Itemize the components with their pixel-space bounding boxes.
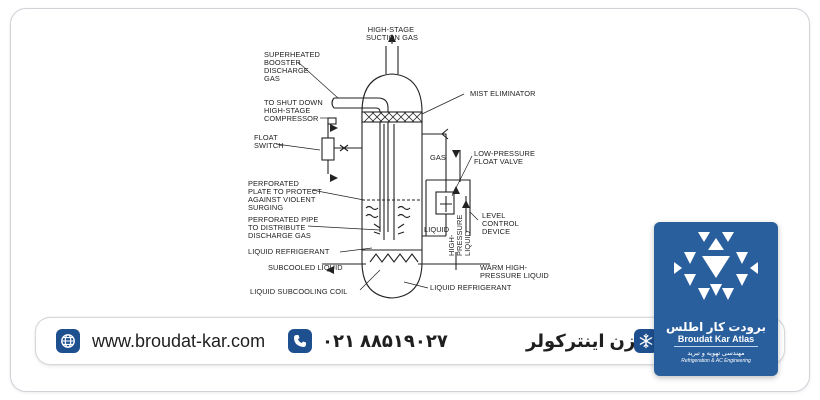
brand-logo-mark [674, 232, 758, 300]
label-warm-high-pressure-liquid: WARM HIGH- PRESSURE LIQUID [480, 263, 549, 280]
brand-name-en: Broudat Kar Atlas [677, 334, 755, 344]
label-liquid: LIQUID [424, 225, 449, 234]
label-liquid-refrigerant: LIQUID REFRIGERANT [248, 247, 330, 256]
label-shut-down: TO SHUT DOWN HIGH-STAGE COMPRESSOR [264, 98, 325, 123]
label-liquid-subcooling-coil: LIQUID SUBCOOLING COIL [250, 287, 347, 296]
label-gas: GAS [430, 153, 446, 162]
brand-subtitle-fa: مهندسی تهویه و تبرید [687, 350, 745, 357]
label-high-stage-suction-gas: HIGH-STAGE SUCTION GAS [366, 25, 418, 42]
label-liquid-refrigerant-bottom: LIQUID REFRIGERANT [430, 283, 512, 292]
brand-divider [674, 346, 758, 347]
label-perforated-plate: PERFORATED PLATE TO PROTECT AGAINST VIOL… [248, 179, 324, 212]
brand-subtitle-en: Refrigeration & AC Engineering [681, 358, 751, 364]
phone-icon [288, 329, 312, 353]
label-superheated-booster: SUPERHEATED BOOSTER DISCHARGE GAS [264, 50, 322, 83]
website-link[interactable]: www.broudat-kar.com [92, 331, 266, 351]
brand-logo-card: برودت کار اطلس Broudat Kar Atlas مهندسی … [654, 222, 778, 376]
label-perforated-pipe: PERFORATED PIPE TO DISTRIBUTE DISCHARGE … [248, 215, 321, 240]
brand-name-fa: برودت کار اطلس [666, 320, 766, 334]
globe-icon [56, 329, 80, 353]
page-title: مخزن اینترکولر [526, 331, 661, 351]
label-low-pressure-float-valve: LOW-PRESSURE FLOAT VALVE [474, 149, 537, 166]
label-mist-eliminator: MIST ELIMINATOR [470, 89, 536, 98]
label-float-switch: FLOAT SWITCH [254, 133, 284, 150]
label-high-pressure-liquid: HIGH- PRESSURE LIQUID [447, 212, 472, 256]
phone-number[interactable]: ۰۲۱ ۸۸۵۱۹۰۲۷ [322, 331, 448, 351]
label-level-control-device: LEVEL CONTROL DEVICE [482, 211, 521, 236]
label-subcooled-liquid: SUBCOOLED LIQUID [268, 263, 343, 272]
